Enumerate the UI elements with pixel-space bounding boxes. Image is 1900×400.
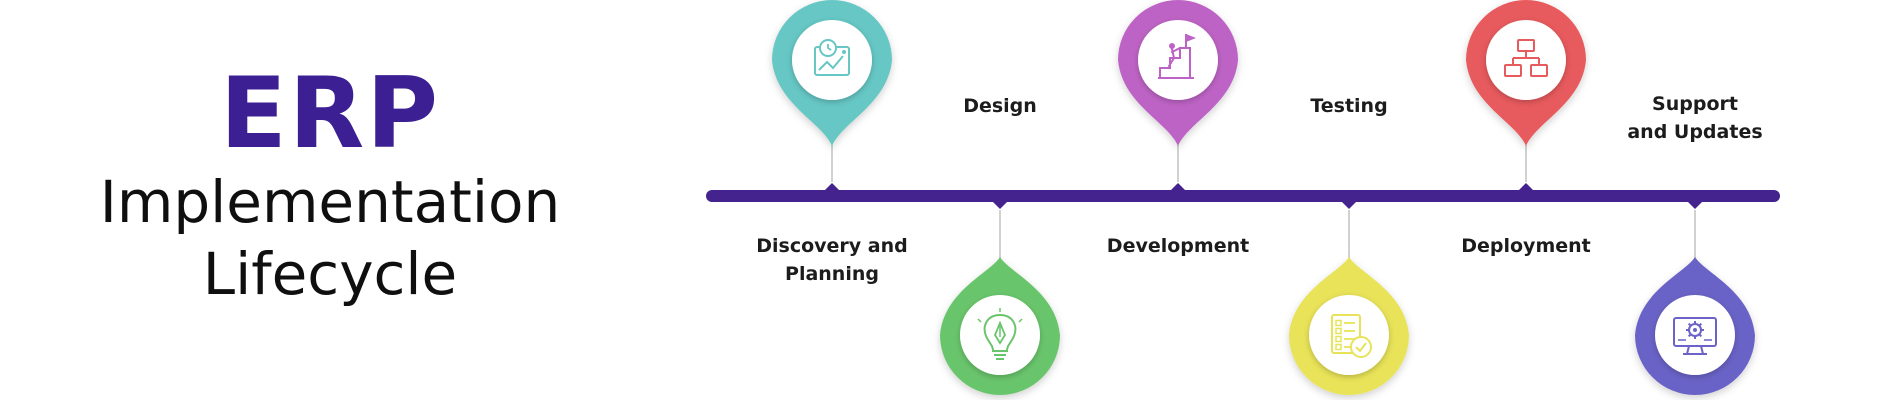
roadmap-icon bbox=[814, 39, 850, 76]
step-pin-discovery-and-planning bbox=[772, 0, 892, 146]
climber-flag-icon bbox=[1158, 34, 1196, 79]
timeline-marker bbox=[823, 183, 841, 192]
step-pin-testing bbox=[1289, 257, 1409, 395]
title-implementation: Implementation bbox=[99, 168, 561, 236]
checklist-icon bbox=[1331, 314, 1372, 358]
step-pin-deployment bbox=[1466, 0, 1586, 146]
pin-inner-circle bbox=[1309, 295, 1389, 375]
pin-inner-circle bbox=[792, 20, 872, 100]
title-erp: ERP bbox=[219, 57, 441, 171]
step-label-deployment: Deployment bbox=[1461, 235, 1591, 257]
lightbulb-pen-icon bbox=[977, 308, 1023, 360]
step-label-support-and-updates: Support and Updates bbox=[1627, 93, 1763, 143]
timeline-marker bbox=[1169, 183, 1187, 192]
monitor-gear-icon bbox=[1673, 317, 1717, 355]
step-pin-support-and-updates bbox=[1635, 257, 1755, 395]
step-label-discovery-and-planning: Discovery and Planning bbox=[756, 235, 908, 285]
timeline-marker bbox=[1517, 183, 1535, 192]
timeline-marker bbox=[1686, 200, 1704, 209]
step-pin-design bbox=[940, 257, 1060, 395]
pin-inner-circle bbox=[1138, 20, 1218, 100]
pin-inner-circle bbox=[1486, 20, 1566, 100]
step-label-design: Design bbox=[963, 95, 1037, 117]
step-label-testing: Testing bbox=[1310, 95, 1388, 117]
step-label-development: Development bbox=[1106, 235, 1250, 257]
step-pin-development bbox=[1118, 0, 1238, 146]
timeline-marker bbox=[991, 200, 1009, 209]
timeline-marker bbox=[1340, 200, 1358, 209]
title-lifecycle: Lifecycle bbox=[202, 240, 458, 308]
network-tree-icon bbox=[1504, 39, 1548, 77]
title-block: ERP Implementation Lifecycle bbox=[70, 62, 590, 310]
